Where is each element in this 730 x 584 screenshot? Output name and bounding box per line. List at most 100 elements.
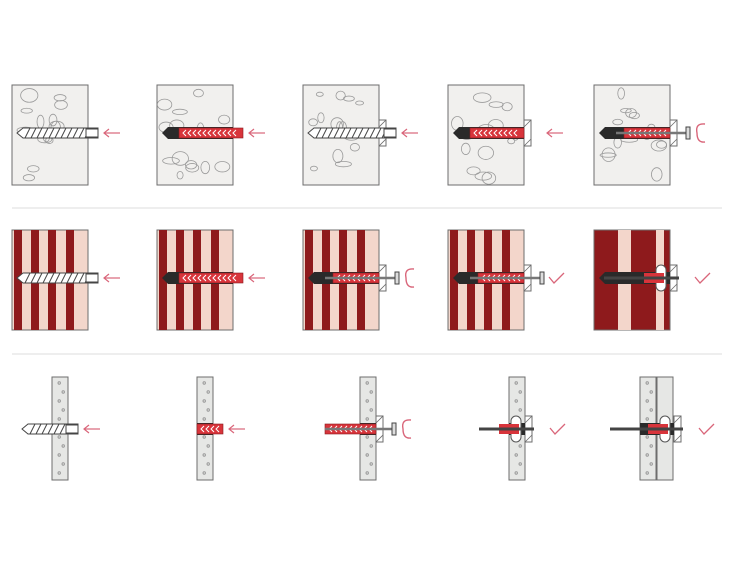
fixture-hatch [523,138,532,147]
aggregate-stone [334,160,352,168]
plug-chevron [212,274,217,282]
board-texture [206,462,210,466]
aggregate-stone [54,100,68,110]
aggregate-stone [317,112,325,124]
plug-chevron [232,274,237,282]
screw-head [685,126,691,140]
board-texture [365,381,369,385]
aggregate-stone [355,100,364,106]
plug-chevron [478,129,483,137]
board-texture [57,435,61,439]
drill-flute [333,127,340,139]
aggregate-stone [620,108,632,114]
drill-flute [321,127,328,139]
drill-flute [369,127,376,139]
plug-chevron [212,129,217,137]
plug-chevron [488,129,493,137]
plug-chevron [187,129,192,137]
board-texture [57,381,61,385]
step-panel-brick-1 [11,229,120,331]
plug-chevron [222,129,227,137]
anchor-plug [178,272,244,284]
aggregate-stone [599,152,617,158]
plug-chevron [200,425,205,433]
step-panel-board-2 [196,376,245,481]
drill-flute [345,127,352,139]
board-texture [61,444,65,448]
board-texture [365,471,369,475]
step-panel-board-5 [610,376,715,481]
aggregate-stone [310,165,318,172]
drill-flute [41,423,48,435]
board-texture [61,408,65,412]
aggregate-stone [185,163,200,173]
insert-arrow-icon [248,273,255,283]
plug-chevron [508,129,513,137]
step-panel-board-3 [324,376,412,481]
plug-chevron [215,425,220,433]
step-panel-concrete-1 [11,84,120,186]
check-icon [694,272,711,284]
plug-chevron [202,274,207,282]
board-texture [518,390,522,394]
step-panel-brick-4 [447,229,565,331]
plug-chevron [222,274,227,282]
board-texture [518,408,522,412]
board-texture [645,417,649,421]
board-texture [649,462,653,466]
aggregate-stone [218,114,231,125]
step-panel-concrete-5 [593,84,706,186]
aggregate-stone [617,87,625,100]
fixture-hatch [375,434,384,443]
aggregate-stone [162,157,180,165]
plug-chevron [205,425,210,433]
drill-flute [78,127,85,139]
plug-chevron [197,274,202,282]
board-texture [645,399,649,403]
board-texture [645,381,649,385]
aggregate-stone [172,108,188,115]
board-texture [369,390,373,394]
drill-flute [53,423,60,435]
aggregate-stone [193,88,204,98]
fixture-hatch [669,138,678,147]
aggregate-stone [466,166,481,176]
plug-chevron [493,129,498,137]
aggregate-stone [20,88,39,103]
drill-flute [72,272,79,284]
screw-head [391,422,397,436]
aggregate-stone [651,167,663,182]
board-texture [57,453,61,457]
drill-flute [327,127,334,139]
fixture-hatch [524,415,533,424]
drill-flute [66,272,73,284]
plug-chevron [232,129,237,137]
plug-chevron [210,425,215,433]
step-panel-brick-2 [156,229,265,331]
aggregate-stone [156,98,173,111]
brick-web [159,230,167,330]
plug-chevron [202,129,207,137]
screw-head [394,271,400,285]
drill-flute [29,423,36,435]
drill-flute [24,272,31,284]
board-texture [369,462,373,466]
insert-arrow-icon [546,128,553,138]
fixture-hatch [378,119,387,128]
drill-shank [85,128,99,138]
plug-chevron [483,129,488,137]
drill-flute [36,127,43,139]
fixture-hatch [378,264,387,273]
step-panel-concrete-2 [156,84,265,186]
plug-chevron [182,129,187,137]
plug-chevron [227,274,232,282]
aggregate-stone [200,160,211,175]
fixture-hatch [378,138,387,147]
fixture-hatch [523,264,532,273]
fixture-hatch [669,264,678,273]
board-texture [645,453,649,457]
plug-chevron [187,274,192,282]
check-icon [698,423,715,435]
board-texture [514,381,518,385]
aggregate-stone [501,102,513,112]
